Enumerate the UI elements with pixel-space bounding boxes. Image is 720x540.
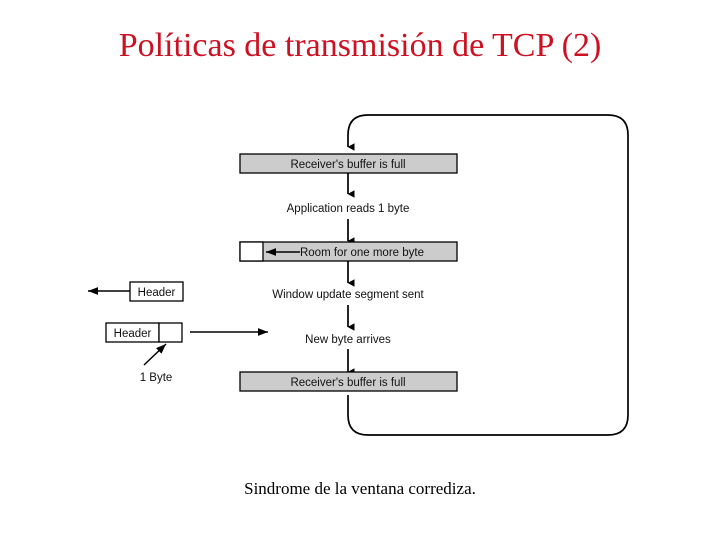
step-3-room-for-one-more-byte: Room for one more byte [239, 241, 458, 262]
buffer-full-bar-bottom [239, 371, 458, 392]
step-1-label: Receiver's buffer is full [290, 159, 405, 171]
step-2-label: Application reads 1 byte [287, 203, 410, 215]
segment-header-plus-byte-label: Header [114, 328, 152, 340]
step-3-label: Room for one more byte [300, 247, 424, 259]
free-byte-cell [239, 241, 264, 262]
step-6-receivers-buffer-full: Receiver's buffer is full [239, 371, 458, 392]
step-5-label: New byte arrives [305, 334, 391, 346]
figure-caption: Sindrome de la ventana corrediza. [244, 479, 476, 498]
step-6-label: Receiver's buffer is full [290, 377, 405, 389]
step-1-receivers-buffer-full: Receiver's buffer is full [239, 153, 458, 174]
segment-header-only-label: Header [138, 287, 176, 299]
segment-header-plus-byte: Header 1 Byte [105, 322, 268, 384]
one-byte-cell [158, 322, 183, 343]
step-4-label: Window update segment sent [272, 289, 424, 301]
segment-header-only: Header [88, 281, 184, 302]
page-title: Políticas de transmisión de TCP (2) [118, 27, 602, 64]
one-byte-annotation: 1 Byte [140, 372, 173, 384]
silly-window-syndrome-diagram: Receiver's buffer is full Application re… [0, 95, 720, 455]
feedback-loop-path [347, 114, 629, 436]
one-byte-callout-arrow [143, 343, 167, 366]
